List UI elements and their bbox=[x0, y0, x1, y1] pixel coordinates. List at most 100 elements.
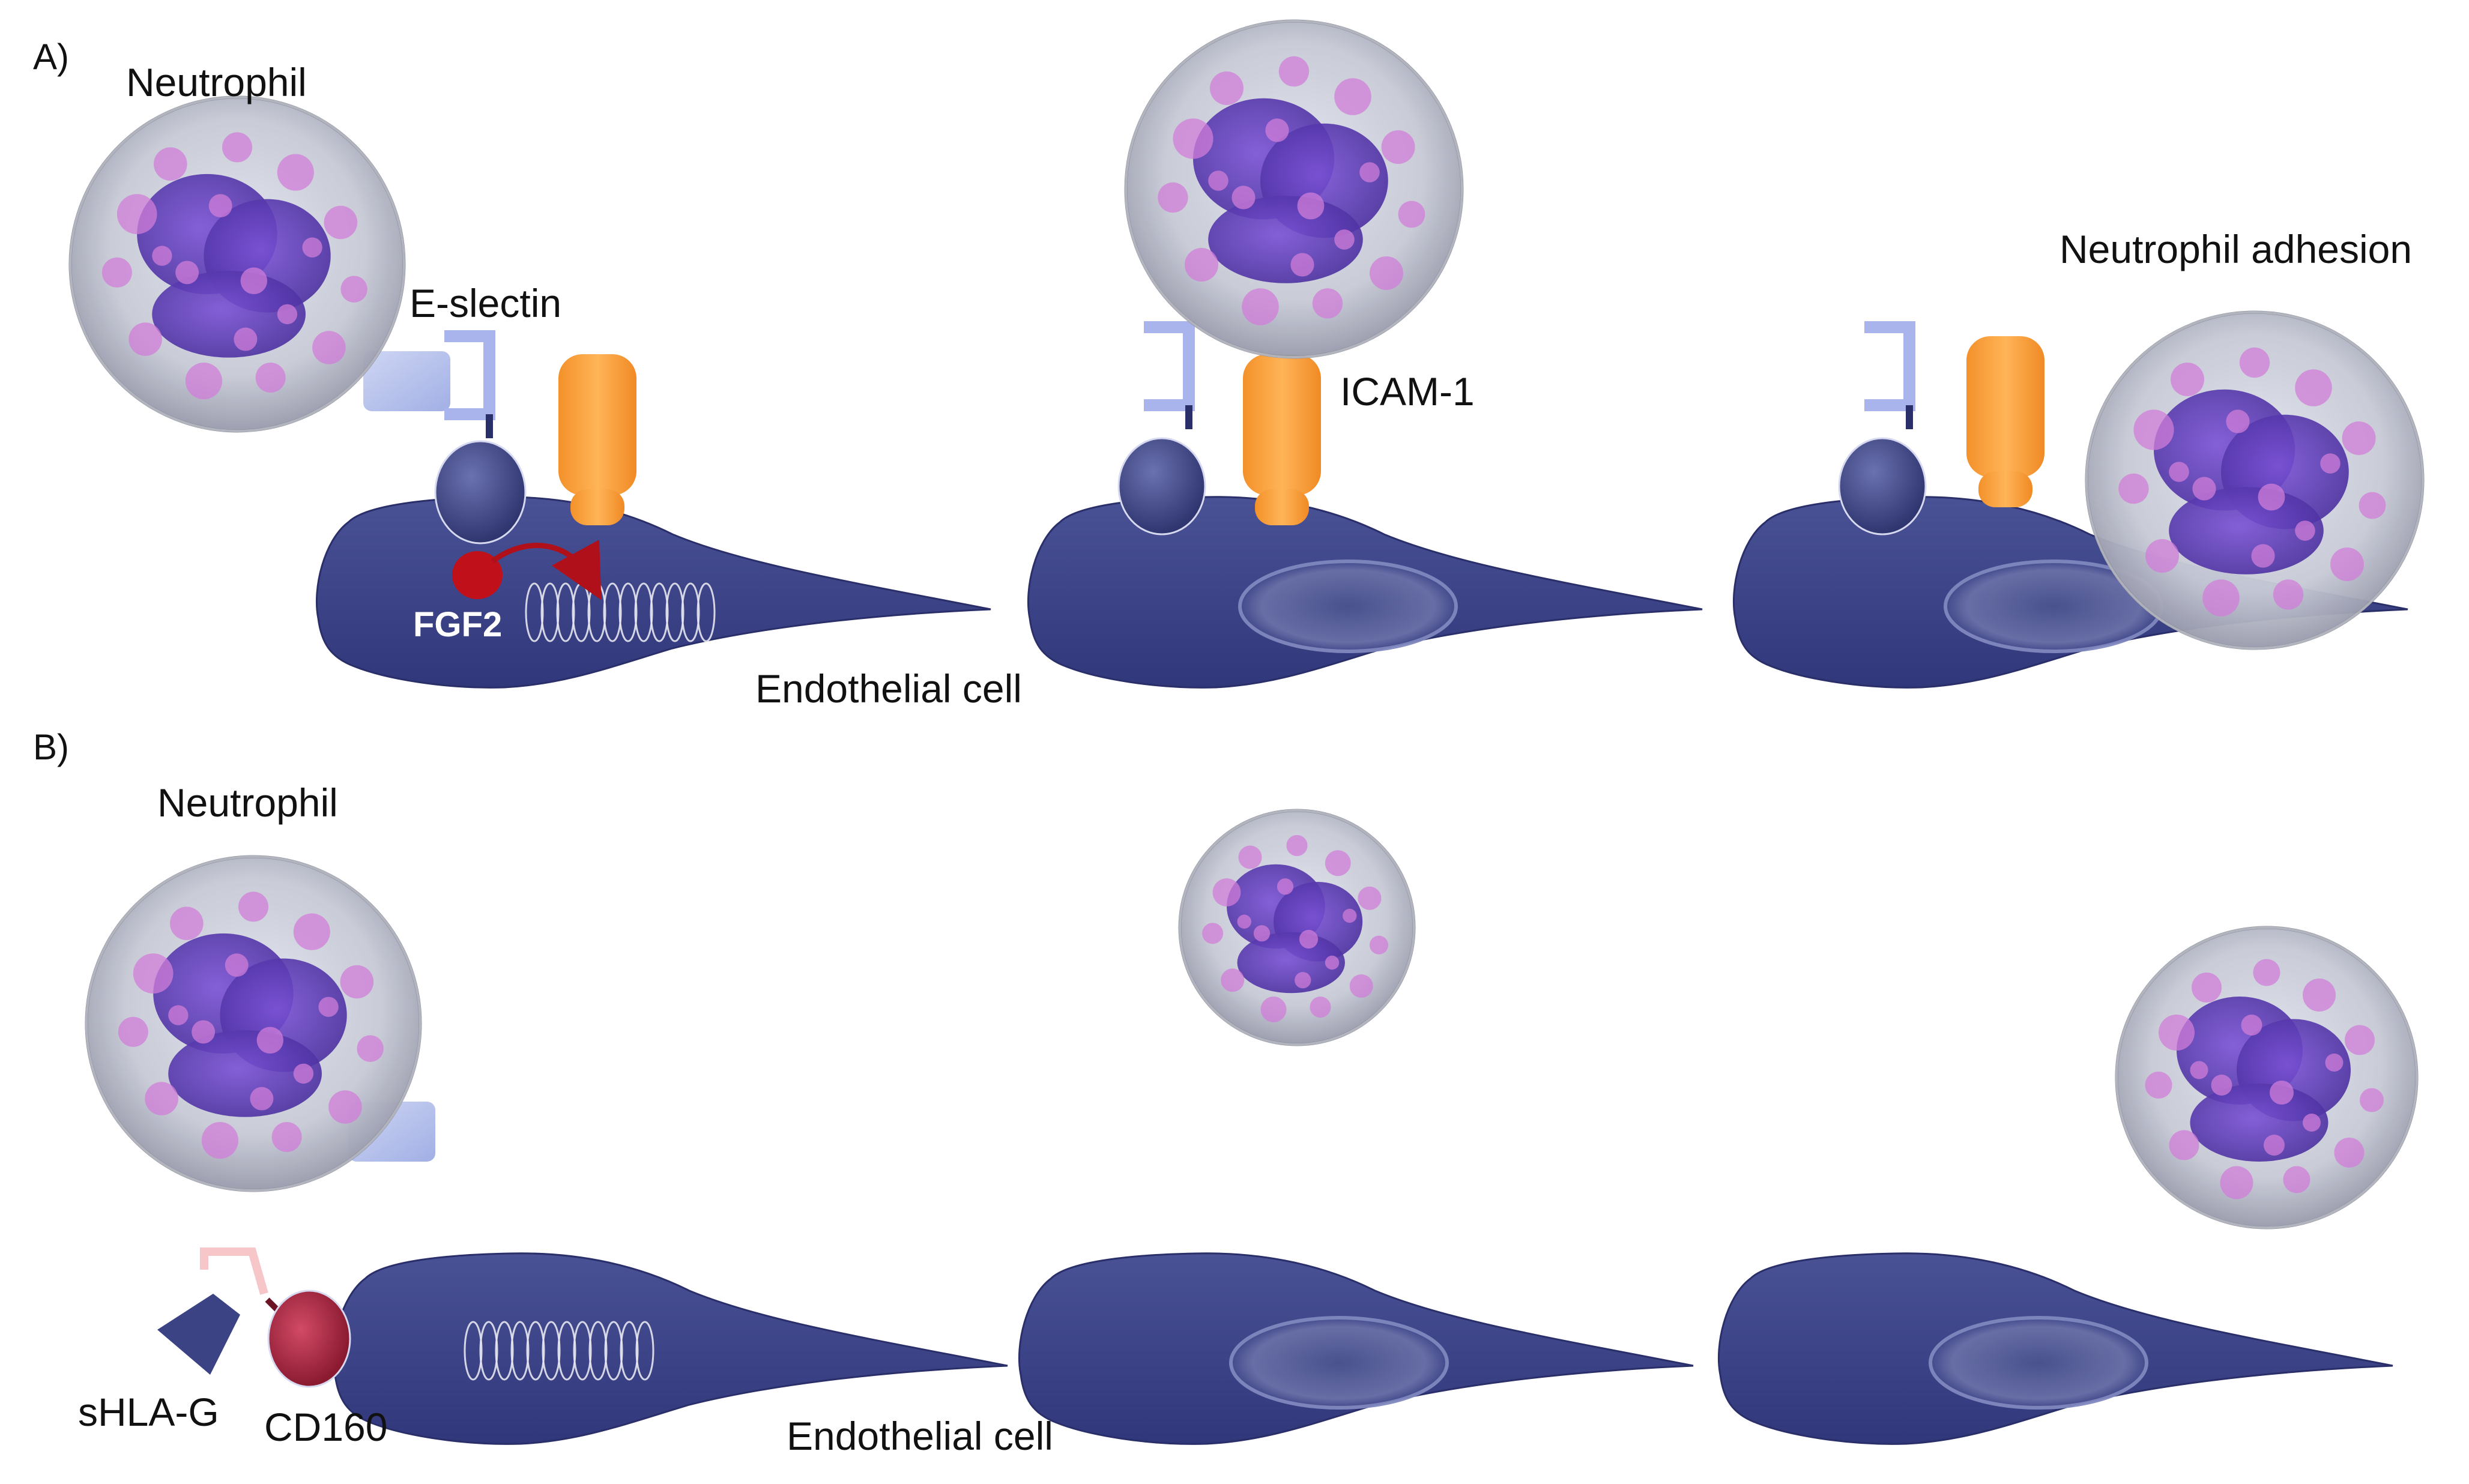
granule bbox=[2239, 347, 2270, 378]
granule bbox=[2264, 1135, 2285, 1156]
granule bbox=[2295, 369, 2332, 406]
granule bbox=[2118, 473, 2149, 504]
granule bbox=[1212, 878, 1241, 906]
panel-label-a: A) bbox=[33, 37, 69, 77]
granule bbox=[2211, 1075, 2232, 1096]
granule bbox=[1242, 288, 1279, 325]
granule bbox=[2251, 544, 2275, 568]
granule bbox=[293, 1063, 314, 1084]
granule bbox=[2171, 363, 2204, 396]
granule bbox=[340, 276, 367, 303]
granule bbox=[133, 953, 174, 994]
neutrophil-adhesion-label: Neutrophil adhesion bbox=[2060, 227, 2412, 271]
granule bbox=[1349, 974, 1373, 998]
neutrophil-nucleus-lobe bbox=[152, 271, 306, 358]
granule bbox=[277, 304, 298, 325]
granule bbox=[2169, 462, 2189, 482]
granule bbox=[255, 363, 286, 393]
panel-label-b: B) bbox=[33, 727, 69, 767]
endothelial-cell-a1 bbox=[316, 496, 991, 689]
granule bbox=[1398, 201, 1425, 228]
dna-helix-icon bbox=[525, 582, 716, 642]
neutrophil-label-b: Neutrophil bbox=[157, 780, 338, 825]
granule bbox=[116, 194, 157, 234]
granule bbox=[302, 237, 322, 258]
granule bbox=[2295, 520, 2315, 541]
granule bbox=[152, 246, 172, 266]
granule bbox=[101, 257, 132, 288]
granule bbox=[2273, 579, 2304, 610]
granule bbox=[2145, 539, 2179, 573]
neutrophil-b1 bbox=[85, 855, 422, 1192]
granule bbox=[293, 913, 330, 950]
granule bbox=[1334, 78, 1371, 115]
granule bbox=[2325, 1054, 2344, 1072]
granule bbox=[1208, 170, 1228, 191]
granule bbox=[2359, 492, 2386, 519]
granule bbox=[208, 194, 232, 218]
granule bbox=[118, 1016, 148, 1047]
granule bbox=[1312, 288, 1343, 319]
icam-1-a3 bbox=[1966, 336, 2044, 507]
granule bbox=[2192, 973, 2222, 1003]
granule bbox=[1253, 925, 1271, 942]
granule bbox=[2169, 1130, 2199, 1160]
granule bbox=[240, 267, 268, 295]
icam-1-a2 bbox=[1243, 354, 1321, 525]
granule bbox=[277, 154, 314, 191]
neutrophil-ligand-a1 bbox=[363, 351, 450, 411]
cd160-label: CD160 bbox=[264, 1405, 387, 1449]
granule bbox=[185, 363, 222, 400]
shla-g-molecule bbox=[157, 1294, 240, 1375]
granule bbox=[1290, 253, 1314, 277]
neutrophil-nucleus-lobe bbox=[1237, 932, 1345, 994]
selectin-anchor-a1 bbox=[434, 440, 527, 544]
endothelial-cell-label-a: Endothelial cell bbox=[755, 666, 1022, 711]
neutrophil-a3 bbox=[2085, 310, 2425, 650]
fgf2-arrow-icon bbox=[491, 539, 602, 600]
granule bbox=[312, 331, 346, 364]
shla-g-label: sHLA-G bbox=[78, 1390, 219, 1434]
granule bbox=[1381, 130, 1415, 164]
granule bbox=[2303, 1114, 2321, 1132]
fgf2-molecule bbox=[452, 551, 503, 599]
granule bbox=[357, 1035, 384, 1062]
granule bbox=[2270, 1081, 2294, 1105]
granule bbox=[238, 891, 269, 922]
granule bbox=[1343, 908, 1357, 923]
granule bbox=[250, 1087, 274, 1111]
granule bbox=[1260, 997, 1287, 1022]
endothelial-cell-b1 bbox=[333, 1252, 1008, 1445]
granule bbox=[1237, 914, 1251, 929]
granule bbox=[1299, 929, 1319, 949]
granule bbox=[1221, 968, 1245, 992]
granule bbox=[1158, 182, 1188, 213]
granule bbox=[1297, 192, 1325, 220]
granule bbox=[340, 965, 374, 999]
granule bbox=[1325, 850, 1351, 876]
cd160-receptor-bracket bbox=[200, 1247, 268, 1295]
granule bbox=[175, 261, 199, 285]
granule bbox=[1231, 186, 1256, 210]
endothelial-cell-b3 bbox=[1718, 1252, 2393, 1445]
icam-1-label: ICAM-1 bbox=[1340, 369, 1475, 414]
neutrophil-a1 bbox=[68, 95, 406, 433]
cell-nucleus bbox=[1238, 560, 1458, 653]
neutrophil-nucleus-lobe bbox=[1208, 196, 1363, 283]
granule bbox=[2133, 409, 2174, 450]
endothelial-cell-label-b: Endothelial cell bbox=[787, 1414, 1053, 1458]
granule bbox=[1359, 162, 1380, 182]
granule bbox=[225, 953, 249, 977]
granule bbox=[1278, 56, 1310, 87]
neutrophil-nucleus-lobe bbox=[2169, 487, 2324, 575]
granule bbox=[1277, 878, 1294, 895]
dna-helix-icon bbox=[464, 1321, 654, 1381]
granule bbox=[1202, 923, 1224, 944]
cell-nucleus bbox=[1929, 1316, 2148, 1410]
granule bbox=[318, 997, 339, 1017]
icam-1-a1 bbox=[558, 354, 636, 525]
granule bbox=[2241, 1015, 2262, 1036]
granule bbox=[1173, 118, 1213, 159]
neutrophil-a2 bbox=[1124, 19, 1464, 359]
